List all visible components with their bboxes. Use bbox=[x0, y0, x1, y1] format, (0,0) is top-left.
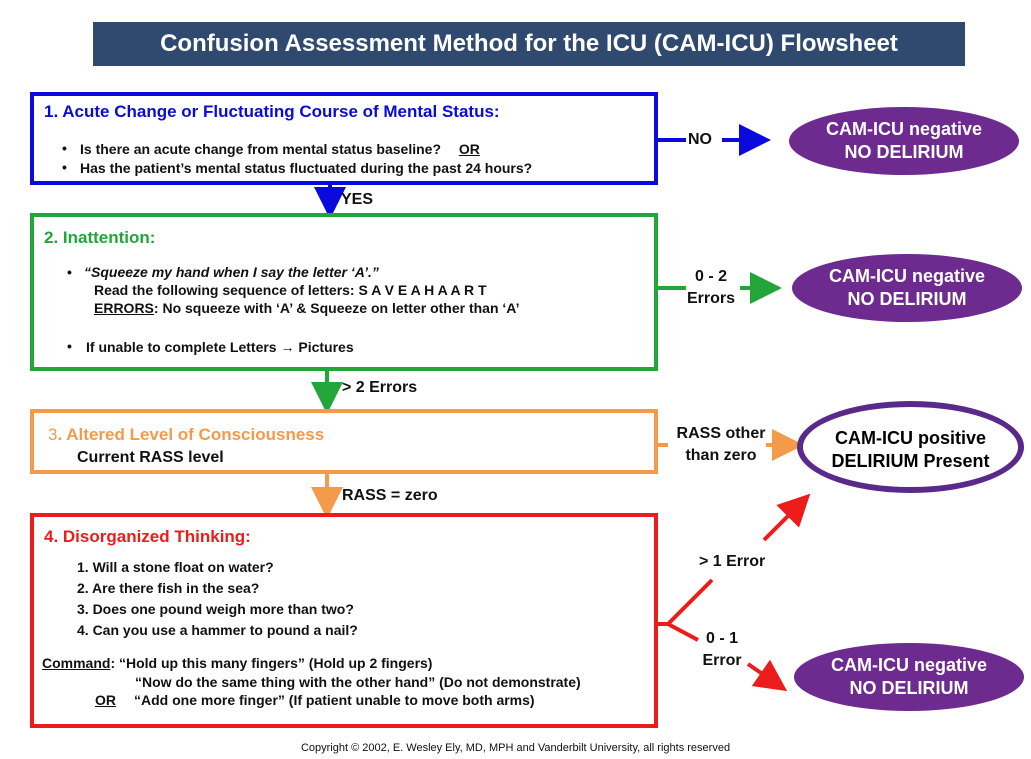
bullet-dot: • bbox=[67, 338, 72, 354]
outcome-negative-line1: CAM-ICU negative bbox=[828, 266, 985, 286]
error-0-1-label: 0 - 1 Error bbox=[697, 628, 747, 672]
gt2-errors-label: > 2 Errors bbox=[342, 379, 418, 396]
gt1-error-label: > 1 Error bbox=[699, 553, 766, 570]
outcome-negative-2: CAM-ICU negative NO DELIRIUM bbox=[792, 254, 1022, 322]
step2-box: 2. Inattention: • “Squeeze my hand when … bbox=[30, 213, 658, 371]
branch-up bbox=[666, 578, 714, 626]
step2-quote: “Squeeze my hand when I say the letter ‘… bbox=[84, 264, 379, 280]
outcome-negative-1: CAM-ICU negative NO DELIRIUM bbox=[789, 107, 1019, 175]
step4-command2: “Now do the same thing with the other ha… bbox=[135, 674, 581, 690]
step1-header: 1. Acute Change or Fluctuating Course of… bbox=[44, 102, 500, 121]
step4-command1-text: : “Hold up this many fingers” (Hold up 2… bbox=[110, 655, 433, 671]
step1-question1: Is there an acute change from mental sta… bbox=[80, 141, 480, 157]
step2-header: 2. Inattention: bbox=[44, 228, 156, 247]
step3-header-text: . Altered Level of Consciousness bbox=[57, 425, 325, 444]
errors-0-2-label: 0 - 2 Errors bbox=[683, 266, 739, 310]
outcome-positive-line2: DELIRIUM Present bbox=[831, 451, 990, 471]
step2-unable: If unable to complete Letters → Pictures bbox=[86, 339, 354, 355]
outcome-negative-line1: CAM-ICU negative bbox=[830, 655, 987, 675]
rass-other-line2: than zero bbox=[685, 447, 757, 464]
step2-errors-label: ERRORS bbox=[94, 300, 154, 316]
errors-0-2-line2: Errors bbox=[686, 290, 736, 307]
bullet-dot: • bbox=[62, 140, 67, 156]
step4-command3-text: “Add one more finger” (If patient unable… bbox=[134, 692, 535, 708]
yes-label: YES bbox=[341, 191, 374, 208]
step4-or: OR bbox=[95, 692, 116, 708]
step2-errors: ERRORS: No squeeze with ‘A’ & Squeeze on… bbox=[94, 300, 520, 316]
step2-errors-text: : No squeeze with ‘A’ & Squeeze on lette… bbox=[153, 300, 520, 316]
rass-other-line1: RASS other bbox=[676, 425, 766, 442]
step4-header: 4. Disorganized Thinking: bbox=[44, 527, 251, 546]
step2-sequence: Read the following sequence of letters: … bbox=[94, 282, 487, 298]
rass-other-label: RASS other than zero bbox=[668, 423, 774, 467]
bullet-dot: • bbox=[62, 159, 67, 175]
step3-sub: Current RASS level bbox=[77, 449, 224, 466]
rass-zero-label: RASS = zero bbox=[342, 487, 438, 504]
step3-number: 3 bbox=[48, 425, 58, 444]
error-0-1-arrow bbox=[746, 659, 788, 692]
step1-question2: Has the patient’s mental status fluctuat… bbox=[80, 160, 533, 176]
step4-command1: Command: “Hold up this many fingers” (Ho… bbox=[42, 655, 432, 671]
step4-question: 2. Are there fish in the sea? bbox=[77, 580, 260, 596]
step3-header: 3. Altered Level of Consciousness bbox=[48, 425, 324, 445]
step1-question1-text: Is there an acute change from mental sta… bbox=[80, 141, 441, 157]
step1-box: 1. Acute Change or Fluctuating Course of… bbox=[30, 92, 658, 185]
gt1-error-arrow bbox=[762, 493, 811, 542]
step4-box: 4. Disorganized Thinking: 1. Will a ston… bbox=[30, 513, 658, 728]
step1-or: OR bbox=[458, 141, 480, 157]
step4-command3: OR “Add one more finger” (If patient unab… bbox=[95, 692, 535, 708]
step4-question: 1. Will a stone float on water? bbox=[77, 559, 274, 575]
outcome-positive-line1: CAM-ICU positive bbox=[834, 428, 986, 448]
page-title: Confusion Assessment Method for the ICU … bbox=[93, 22, 965, 66]
outcome-positive: CAM-ICU positive DELIRIUM Present bbox=[797, 401, 1024, 493]
outcome-negative-line2: NO DELIRIUM bbox=[849, 678, 969, 698]
error-0-1-line2: Error bbox=[702, 652, 742, 669]
outcome-negative-3: CAM-ICU negative NO DELIRIUM bbox=[794, 643, 1024, 711]
errors-0-2-line1: 0 - 2 bbox=[694, 268, 727, 285]
no-label: NO bbox=[688, 131, 712, 148]
outcome-negative-line2: NO DELIRIUM bbox=[844, 142, 964, 162]
branch-down bbox=[667, 622, 699, 642]
step3-box: 3. Altered Level of Consciousness Curren… bbox=[30, 409, 658, 474]
step4-question: 4. Can you use a hammer to pound a nail? bbox=[77, 622, 358, 638]
outcome-negative-line1: CAM-ICU negative bbox=[825, 119, 982, 139]
step4-question: 3. Does one pound weigh more than two? bbox=[77, 601, 354, 617]
step4-command-label: Command bbox=[42, 655, 111, 671]
outcome-negative-line2: NO DELIRIUM bbox=[847, 289, 967, 309]
error-0-1-line1: 0 - 1 bbox=[705, 630, 738, 647]
copyright-notice: Copyright © 2002, E. Wesley Ely, MD, MPH… bbox=[300, 742, 731, 754]
bullet-dot: • bbox=[67, 264, 72, 280]
